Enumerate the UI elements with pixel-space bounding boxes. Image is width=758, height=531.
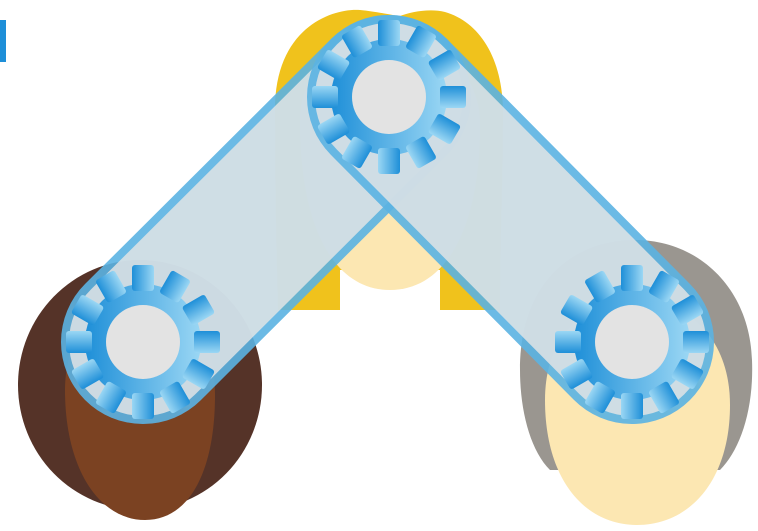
brand-arc-fragment (0, 20, 6, 62)
